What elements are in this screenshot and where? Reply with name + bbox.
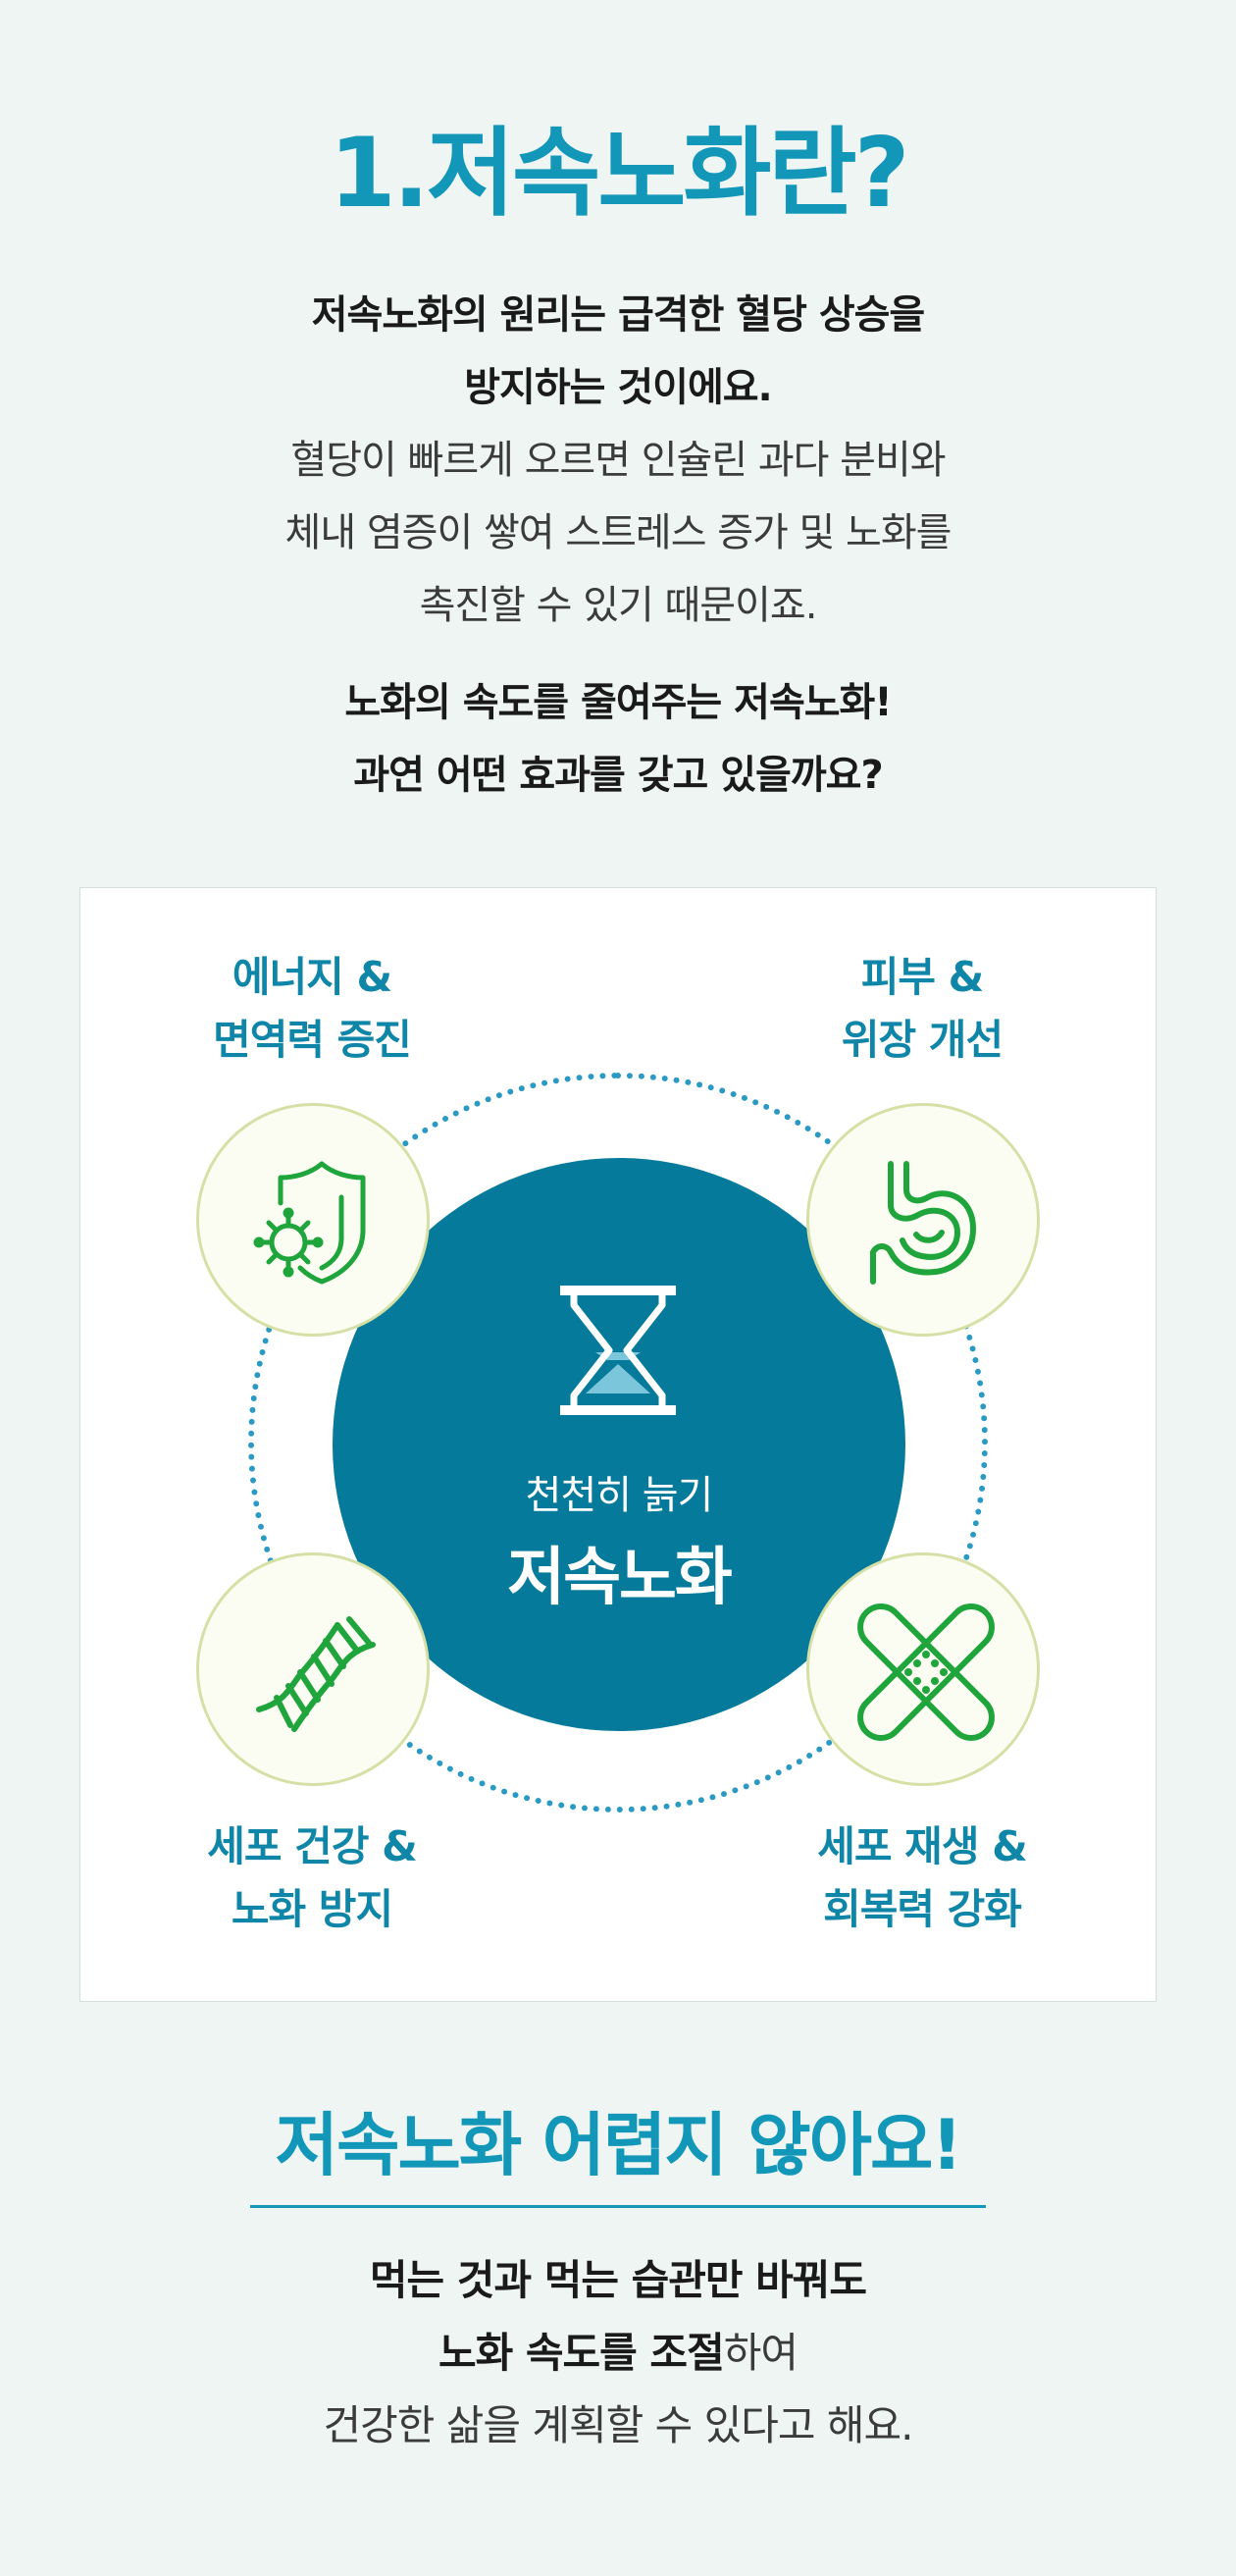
benefit-label-immunity: 에너지 & 면역력 증진 <box>135 946 489 1072</box>
bandage-icon <box>857 1603 995 1741</box>
intro-text: 저속노화의 원리는 급격한 혈당 상승을 방지하는 것이에요. 혈당이 빠르게 … <box>0 279 1236 642</box>
benefit-node-immunity <box>196 1103 430 1337</box>
center-subtitle: 천천히 늙기 <box>525 1473 714 1518</box>
title-underline <box>250 2205 986 2208</box>
benefit-node-cell-health <box>196 1552 430 1786</box>
outro-line: 건강한 삶을 계획할 수 있다고 해요. <box>323 2401 913 2449</box>
stomach-icon <box>870 1161 976 1285</box>
benefit-node-regeneration <box>806 1552 1040 1786</box>
benefit-label-line: 위장 개선 <box>841 1016 1004 1064</box>
section-title: 1.저속노화란? <box>329 118 909 230</box>
benefit-label-line: 에너지 & <box>232 953 392 1001</box>
benefit-node-digestion <box>806 1103 1040 1337</box>
benefit-label-line: 세포 재생 & <box>817 1822 1027 1870</box>
outro-emphasis: 노화 속도를 조절 <box>438 2329 725 2377</box>
intro-line: 저속노화의 원리는 급격한 혈당 상승을 <box>311 292 926 338</box>
benefit-label-line: 회복력 강화 <box>823 1885 1022 1933</box>
dna-icon <box>256 1616 376 1732</box>
benefit-label-digestion: 피부 & 위장 개선 <box>746 946 1099 1072</box>
question-text: 노화의 속도를 줄여주는 저속노화! 과연 어떤 효과를 갖고 있을까요? <box>0 666 1236 812</box>
intro-line: 촉진할 수 있기 때문이죠. <box>419 583 818 628</box>
question-line: 과연 어떤 효과를 갖고 있을까요? <box>353 753 883 798</box>
outro-line: 먹는 것과 먹는 습관만 바꿔도 <box>369 2256 867 2304</box>
benefit-label-regeneration: 세포 재생 & 회복력 강화 <box>746 1815 1099 1941</box>
intro-line: 혈당이 빠르게 오르면 인슐린 과다 분비와 <box>290 438 946 483</box>
intro-line: 방지하는 것이에요. <box>464 365 773 410</box>
benefit-label-line: 면역력 증진 <box>213 1016 412 1064</box>
hourglass-icon <box>560 1286 676 1415</box>
outro-text: 먹는 것과 먹는 습관만 바꿔도 노화 속도를 조절하여 건강한 삶을 계획할 … <box>0 2244 1236 2462</box>
center-circle <box>333 1158 905 1731</box>
virus-shield-icon <box>253 1161 366 1285</box>
benefit-label-line: 세포 건강 & <box>207 1822 417 1870</box>
benefit-label-cell-health: 세포 건강 & 노화 방지 <box>135 1815 489 1941</box>
benefit-label-line: 피부 & <box>860 953 985 1001</box>
question-line: 노화의 속도를 줄여주는 저속노화! <box>344 680 892 725</box>
section2-title: 저속노화 어렵지 않아요! <box>275 2105 963 2185</box>
orbit-ring <box>248 1073 988 1813</box>
center-title: 저속노화 <box>507 1542 733 1614</box>
outro-line: 노화 속도를 조절하여 <box>0 2317 1236 2390</box>
intro-line: 체내 염증이 쌓여 스트레스 증가 및 노화를 <box>284 510 953 555</box>
benefit-label-line: 노화 방지 <box>231 1885 393 1933</box>
outro-rest: 하여 <box>723 2329 798 2377</box>
